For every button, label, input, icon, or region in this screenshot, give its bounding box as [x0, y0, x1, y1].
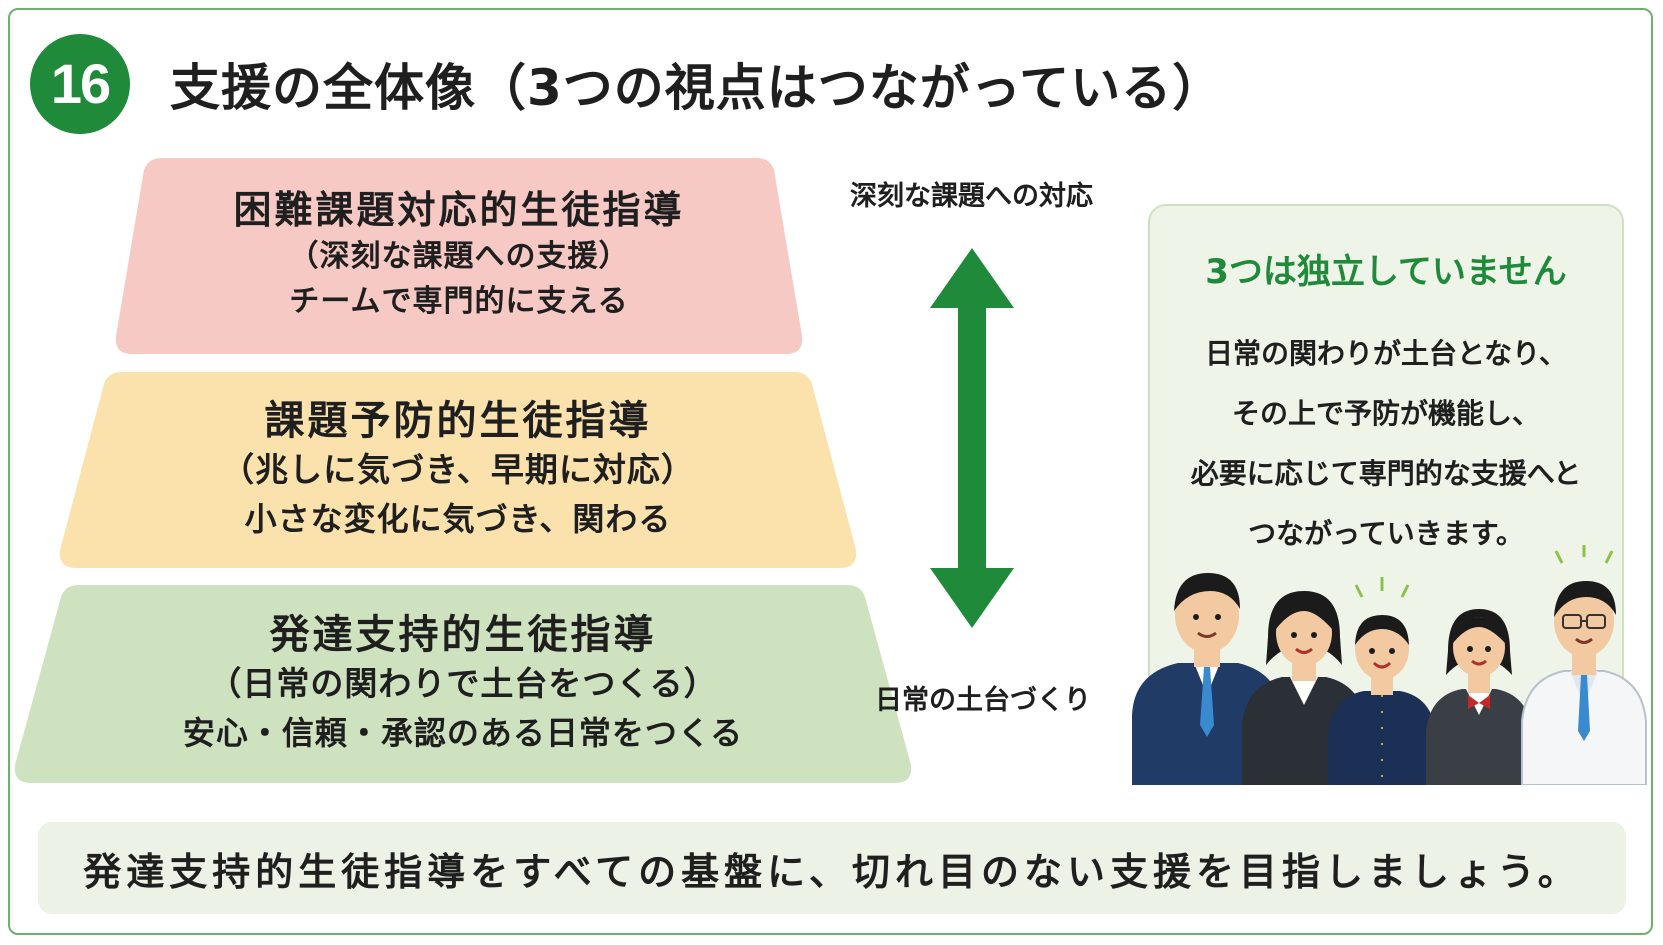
boy-student-figure-icon — [1328, 577, 1436, 785]
axis-top-label: 深刻な課題への対応 — [850, 181, 1093, 212]
tier-top-subtitle: （深刻な課題への支援） — [288, 238, 630, 274]
note-lines: 日常の関わりが土台となり、 その上で予防が機能し、 必要に応じて専門的な支援へと… — [1150, 324, 1622, 564]
tier-middle-description: 小さな変化に気づき、関わる — [244, 499, 672, 538]
tier-middle-title: 課題予防的生徒指導 — [264, 398, 652, 445]
note-line: その上で予防が機能し、 — [1231, 397, 1540, 430]
tier-top-description: チームで専門的に支える — [289, 283, 629, 319]
bottom-banner: 発達支持的生徒指導をすべての基盤に、切れ目のない支援を目指しましょう。 — [38, 822, 1626, 914]
girl-student-figure-icon — [1426, 609, 1532, 785]
tier-middle-shape — [59, 372, 857, 568]
note-line: つながっていきます。 — [1248, 517, 1524, 550]
tier-middle: 課題予防的生徒指導 （兆しに気づき、早期に対応） 小さな変化に気づき、関わる — [58, 372, 858, 568]
axis-bottom-label: 日常の土台づくり — [875, 685, 1091, 716]
doctor-figure-icon — [1521, 545, 1647, 785]
slide-number-badge: 16 — [30, 34, 130, 134]
tier-top-shape — [115, 158, 803, 354]
tier-bottom-description: 安心・信頼・承認のある日常をつくる — [182, 713, 744, 752]
note-line: 日常の関わりが土台となり、 — [1204, 337, 1568, 370]
tier-bottom: 発達支持的生徒指導 （日常の関わりで土台をつくる） 安心・信頼・承認のある日常を… — [13, 585, 913, 783]
double-arrow-icon — [930, 248, 1014, 628]
note-heading: 3つは独立していません — [1205, 252, 1567, 292]
tier-bottom-subtitle: （日常の関わりで土台をつくる） — [208, 664, 718, 704]
tier-bottom-shape — [14, 585, 912, 783]
tier-top: 困難課題対応的生徒指導 （深刻な課題への支援） チームで専門的に支える — [114, 158, 804, 354]
tier-top-title: 困難課題対応的生徒指導 — [233, 188, 685, 233]
tier-bottom-title: 発達支持的生徒指導 — [269, 612, 657, 659]
page-title: 支援の全体像（3つの視点はつながっている） — [170, 59, 1224, 117]
tier-middle-subtitle: （兆しに気づき、早期に対応） — [221, 450, 695, 490]
bottom-message: 発達支持的生徒指導をすべての基盤に、切れ目のない支援を目指しましょう。 — [83, 849, 1581, 894]
people-illustration — [1132, 545, 1647, 785]
note-line: 必要に応じて専門的な支援へと — [1190, 457, 1582, 490]
